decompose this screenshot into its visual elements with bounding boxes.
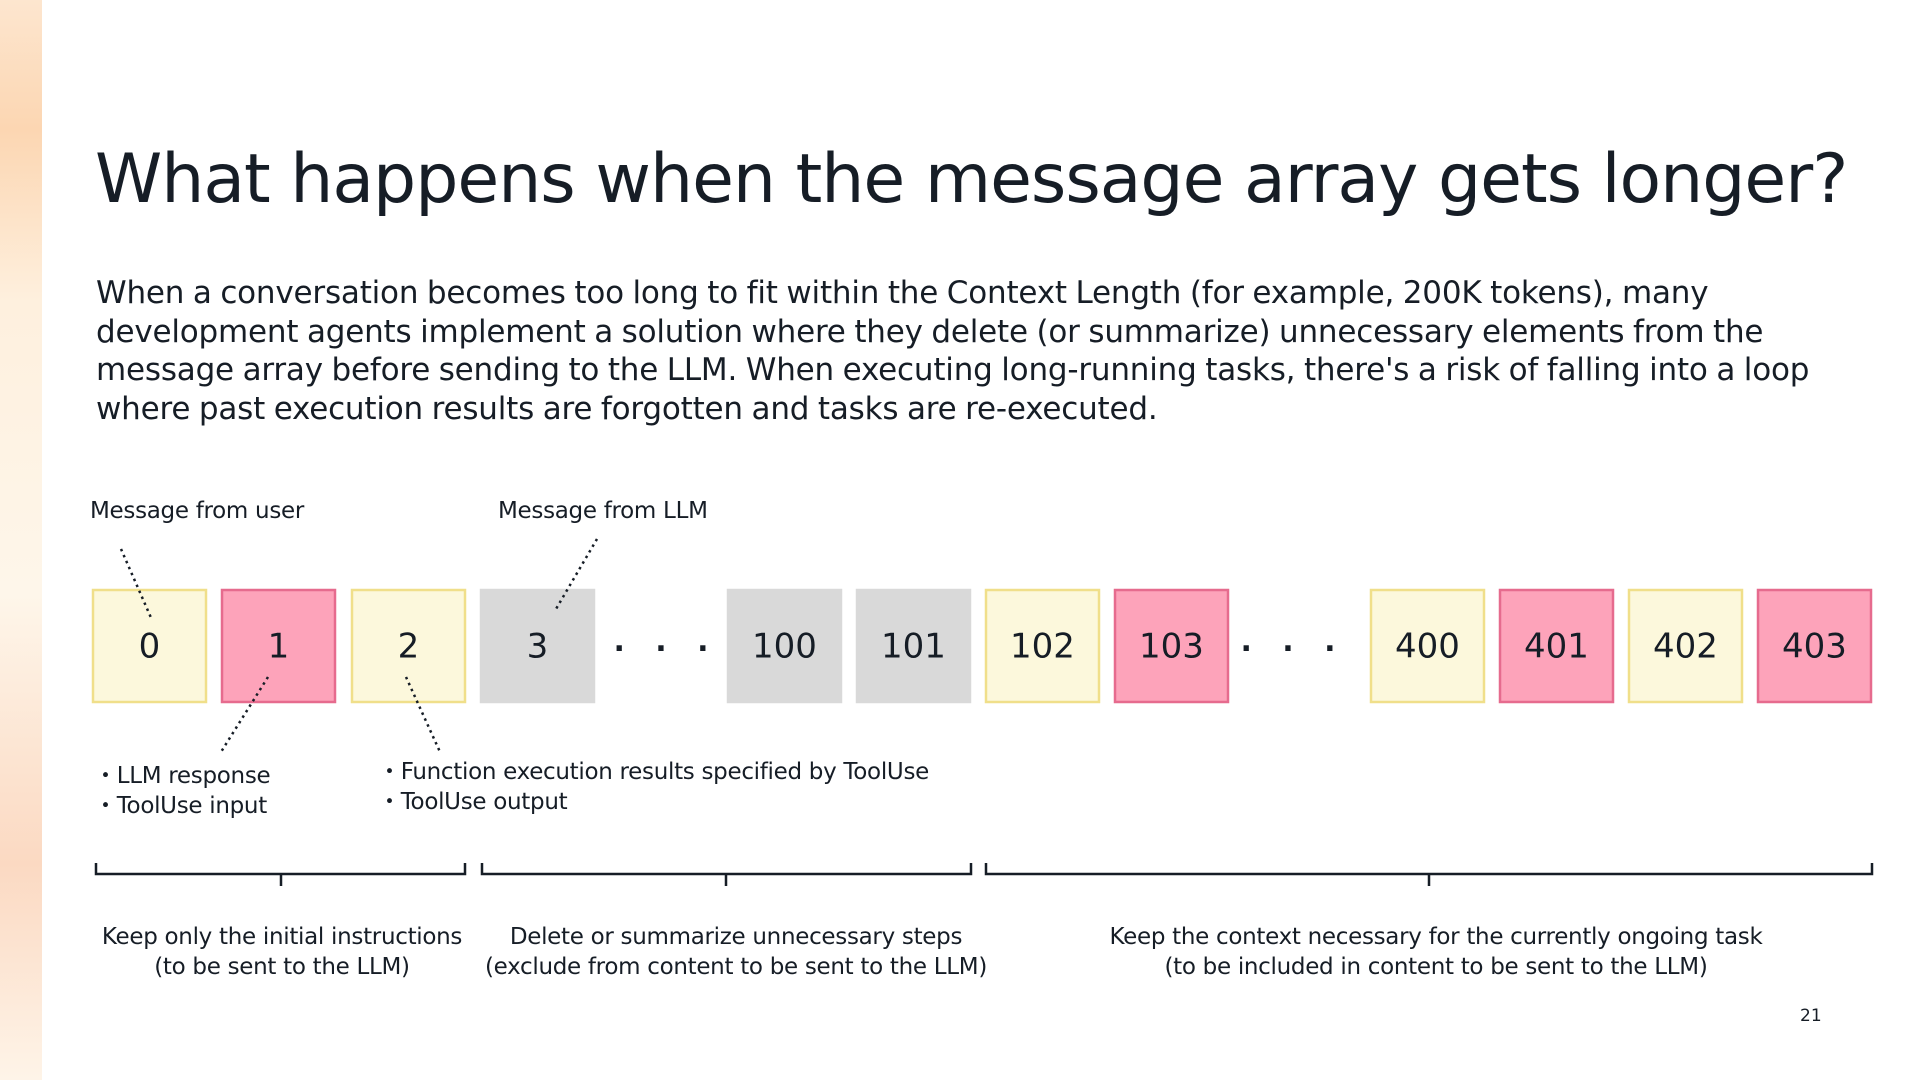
decorative-left-strip [0, 0, 42, 1080]
section-line: Delete or summarize unnecessary steps [509, 924, 963, 950]
message-box-rect [220, 588, 337, 704]
leader-line-tool-result [404, 676, 442, 753]
body-line: where past execution results are forgott… [96, 390, 1158, 427]
leader-lines [119, 538, 599, 753]
message-box-label: 403 [1782, 627, 1847, 667]
message-box-rect [984, 588, 1101, 704]
message-box-label: 0 [139, 627, 161, 667]
message-box-403: 403 [1756, 588, 1873, 704]
section-label-keep: Keep the context necessary for the curre… [1086, 922, 1786, 982]
bracket-delete [480, 863, 973, 886]
body-line: message array before sending to the LLM.… [96, 352, 1810, 388]
message-box-1: 1 [220, 588, 337, 704]
section-line: (to be sent to the LLM) [154, 954, 410, 980]
message-box-401: 401 [1498, 588, 1615, 704]
message-box-label: 401 [1524, 627, 1589, 667]
message-box-100: 100 [726, 588, 843, 704]
message-box-label: 101 [881, 627, 946, 667]
message-box-rect [1627, 588, 1744, 704]
section-line: (to be included in content to be sent to… [1164, 954, 1708, 980]
body-line: When a conversation becomes too long to … [96, 275, 1709, 311]
message-box-label: 402 [1653, 627, 1718, 667]
bracket-keep [984, 863, 1874, 886]
message-box-label: 3 [527, 627, 549, 667]
slide-body: When a conversation becomes too long to … [96, 274, 1920, 434]
body-line: development agents implement a solution … [96, 313, 1764, 350]
message-box-label: 2 [398, 627, 420, 667]
message-boxes: 0 1 2 3 · · · 100 101 102 103 · · · 400 401 402 403 [91, 588, 1873, 704]
message-box-rect [1369, 588, 1486, 704]
leader-line-llm [554, 538, 599, 610]
message-box-label: 102 [1010, 627, 1075, 667]
message-box-402: 402 [1627, 588, 1744, 704]
slide-title: What happens when the message array gets… [95, 140, 1848, 219]
message-box-label: 100 [752, 627, 817, 667]
message-box-103: 103 [1113, 588, 1230, 704]
tool-bullets: ・Function execution results specified by… [378, 757, 929, 817]
section-line: Keep only the initial instructions [101, 924, 463, 950]
section-line: Keep the context necessary for the curre… [1109, 924, 1763, 950]
message-box-rect [91, 588, 208, 704]
label-user-message: Message from user [90, 498, 305, 524]
section-label-initial: Keep only the initial instructions (to b… [0, 922, 582, 982]
message-box-400: 400 [1369, 588, 1486, 704]
message-box-rect [1756, 588, 1873, 704]
section-label-delete: Delete or summarize unnecessary steps (e… [436, 922, 1036, 982]
message-box-rect [479, 588, 596, 704]
llm-bullets: ・LLM response ・ToolUse input [94, 761, 271, 821]
message-box-label: 1 [268, 627, 290, 667]
label-llm-message: Message from LLM [498, 498, 708, 524]
bullet-item: ・ToolUse input [94, 793, 267, 819]
message-box-0: 0 [91, 588, 208, 704]
ellipsis-mark: · · · [1240, 632, 1345, 667]
message-box-rect [1498, 588, 1615, 704]
ellipsis-mark: · · · [613, 632, 718, 667]
message-box-rect [855, 588, 972, 704]
page-number: 21 [1800, 1006, 1822, 1026]
bullet-item: ・Function execution results specified by… [378, 759, 929, 785]
message-box-label: 103 [1139, 627, 1204, 667]
message-box-rect [726, 588, 843, 704]
message-box-102: 102 [984, 588, 1101, 704]
leader-line-llm-response [219, 676, 270, 753]
bracket-initial [94, 863, 467, 886]
message-box-101: 101 [855, 588, 972, 704]
message-box-3: 3 [479, 588, 596, 704]
message-box-label: 400 [1395, 627, 1460, 667]
brackets [94, 863, 1874, 886]
section-line: (exclude from content to be sent to the … [484, 954, 987, 980]
bullet-item: ・ToolUse output [378, 789, 568, 815]
message-box-rect [1113, 588, 1230, 704]
bullet-item: ・LLM response [94, 763, 271, 789]
